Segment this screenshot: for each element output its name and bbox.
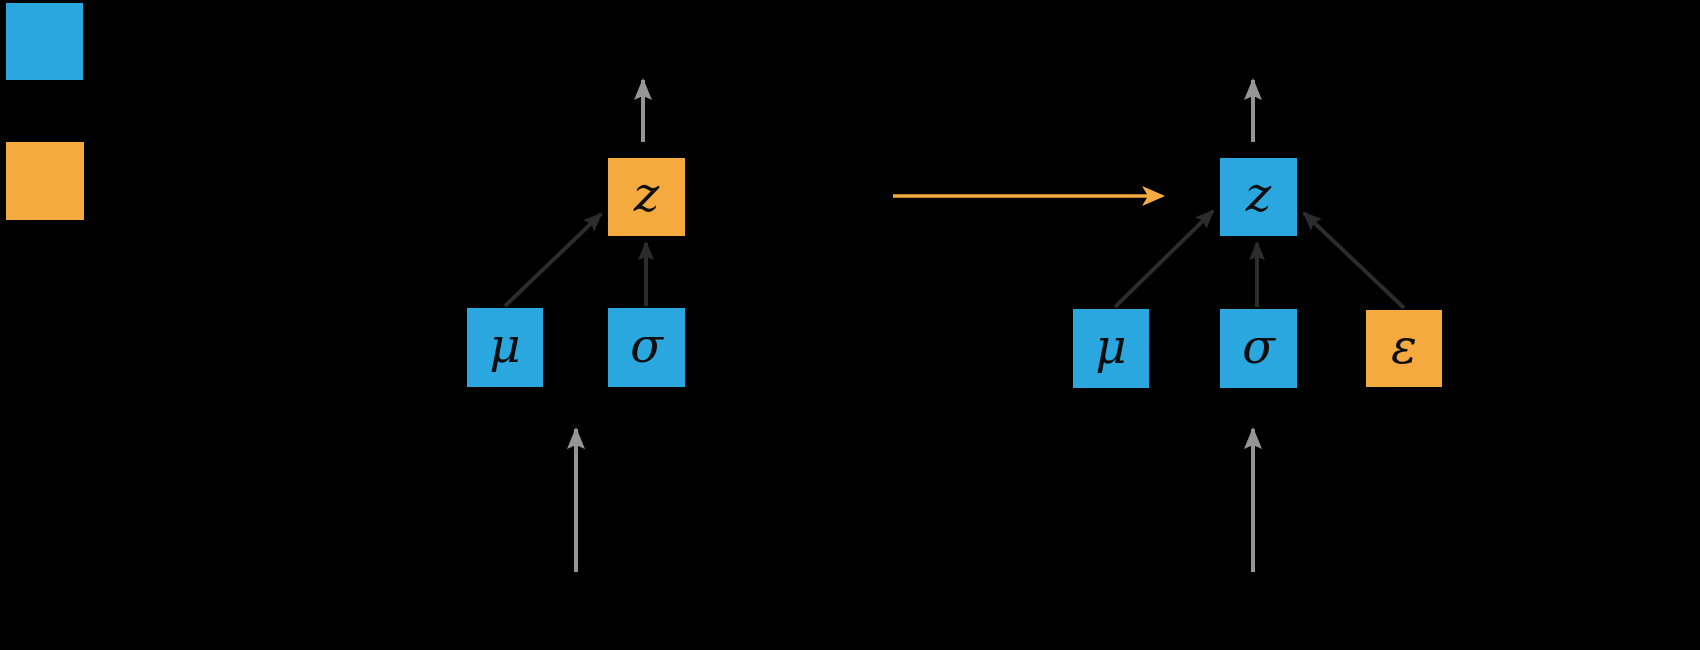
node-label-z: z	[1245, 167, 1272, 223]
left-graph-node-z: z	[608, 158, 685, 236]
node-label-sigma: σ	[630, 317, 663, 374]
node-label-epsilon: ε	[1391, 318, 1417, 375]
right-epsilon-to-z-arrow	[1302, 211, 1406, 310]
node-label-mu: μ	[1095, 318, 1127, 375]
right-graph-node-sigma: σ	[1220, 309, 1297, 388]
legend-orange-swatch	[6, 142, 84, 220]
legend-blue-swatch	[6, 3, 83, 80]
left-graph-node-sigma: σ	[608, 308, 685, 387]
node-label-sigma: σ	[1242, 318, 1275, 375]
left-graph-node-mu: μ	[467, 308, 543, 387]
right-graph-node-z: z	[1220, 158, 1297, 236]
left-mu-to-z-arrow	[503, 212, 603, 308]
node-label-mu: μ	[489, 317, 521, 374]
right-mu-to-z-arrow	[1113, 209, 1215, 309]
right-graph-node-epsilon: ε	[1366, 310, 1442, 387]
node-label-z: z	[633, 167, 660, 223]
right-graph-node-mu: μ	[1073, 309, 1149, 388]
